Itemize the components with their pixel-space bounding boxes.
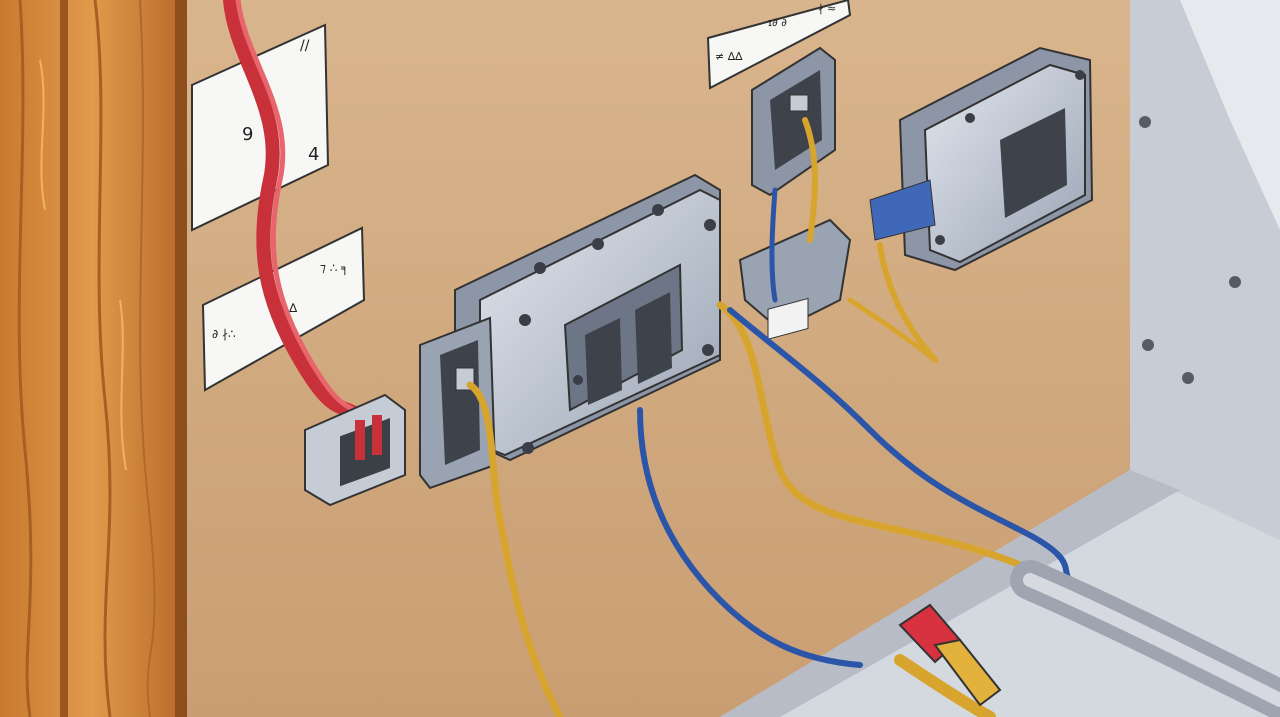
red-crimp-terminal [898,603,1002,707]
breaker-box-right [869,46,1094,272]
screw-icon [1075,70,1085,80]
blue-wires [637,187,1073,668]
metal-panel [1130,0,1280,540]
screw-icon [522,442,534,454]
label-number-9: 9 [242,124,253,145]
label-text-line-3: ∂ ∤∴ [212,327,236,341]
screw-icon [519,314,531,326]
screw-icon [534,262,546,274]
screw-icon [965,113,975,123]
wire-connector-cluster [738,218,852,340]
conduit-pipe [1010,560,1280,717]
screw-icon [573,375,583,385]
label-number-4: 4 [308,144,319,165]
label-text-top-2: ɪ∂ ∂ [768,16,787,29]
label-text-top-1: ≠ ∆∆ [715,50,743,63]
screw-icon [702,344,714,356]
yellow-wires [466,117,1084,717]
floor-ledge [720,470,1280,717]
screw-icon [592,238,604,250]
breaker-box-main [454,173,721,462]
breaker-side-bracket [419,316,497,490]
screw-icon [704,219,716,231]
label-card-top-center: ≠ ∆∆ ɪ∂ ∂ ∤ ≈ [706,0,852,90]
terminal-block-left [304,393,406,507]
label-tick-mark: // [300,38,310,54]
screw-icon [652,204,664,216]
wood-frame [0,0,187,717]
red-cable [223,0,378,428]
screw-icon [935,235,945,245]
label-text-top-3: ∤ ≈ [818,2,836,15]
label-text-line-1: ⁊ ∴ ╕ [320,261,348,275]
label-card-top-left: 9 4 // [191,23,330,232]
